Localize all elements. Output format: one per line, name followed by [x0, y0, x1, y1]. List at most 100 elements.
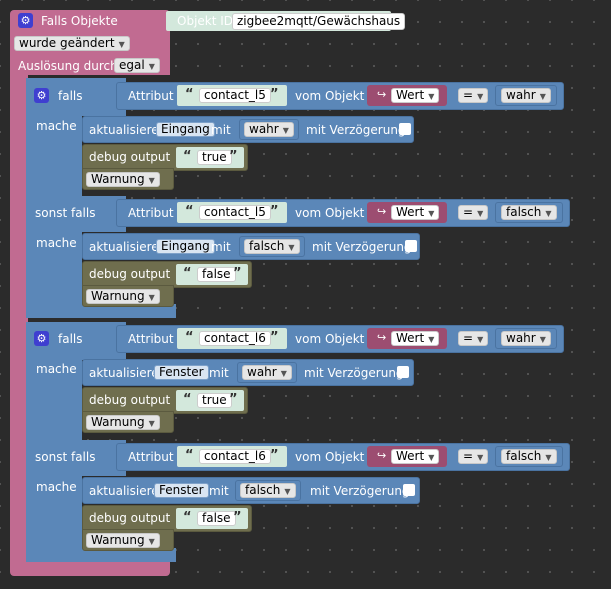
trigger-value: wurde geändert — [19, 36, 115, 50]
quote-close-icon: ” — [270, 448, 279, 463]
if-label: falls — [58, 332, 83, 346]
boolean-dropdown[interactable]: wahr▼ — [244, 122, 294, 137]
trigger-dropdown[interactable]: wurde geändert▼ — [14, 36, 130, 51]
delay-checkbox[interactable] — [397, 366, 409, 378]
boolean-value: wahr — [247, 365, 277, 379]
debug-text-field[interactable]: true — [197, 150, 232, 165]
chevron-down-icon: ▼ — [284, 487, 291, 496]
log-level-value: Warnung — [91, 533, 145, 547]
quote-close-icon: ” — [270, 87, 279, 102]
boolean-dropdown[interactable]: falsch▼ — [501, 205, 557, 220]
operator-dropdown[interactable]: =▼ — [458, 205, 489, 220]
target-field[interactable]: Eingang — [156, 239, 215, 254]
else-if-label: sonst falls — [35, 450, 96, 464]
from-object-label: vom Objekt — [295, 450, 365, 464]
quote-open-icon: “ — [183, 392, 192, 407]
from-object-label: vom Objekt — [295, 332, 365, 346]
boolean-dropdown[interactable]: wahr▼ — [242, 365, 292, 380]
attribute-field[interactable]: contact_l6 — [199, 449, 271, 464]
gear-icon[interactable]: ⚙ — [34, 331, 49, 346]
boolean-dropdown[interactable]: wahr▼ — [501, 331, 551, 346]
event-block-foot — [10, 562, 170, 576]
chevron-down-icon: ▼ — [545, 209, 552, 218]
value-dropdown[interactable]: Wert▼ — [391, 205, 440, 220]
quote-close-icon: ” — [270, 204, 279, 219]
delay-checkbox[interactable] — [399, 123, 411, 135]
boolean-dropdown[interactable]: falsch▼ — [240, 483, 296, 498]
boolean-dropdown[interactable]: wahr▼ — [501, 88, 551, 103]
gear-icon[interactable]: ⚙ — [34, 88, 49, 103]
attribute-label: Attribut — [128, 206, 174, 220]
attribute-field[interactable]: contact_l5 — [199, 205, 271, 220]
chevron-down-icon: ▼ — [148, 176, 155, 185]
chevron-down-icon: ▼ — [280, 369, 287, 378]
debug-text-field[interactable]: false — [197, 267, 236, 282]
quote-open-icon: “ — [185, 330, 194, 345]
log-level-value: Warnung — [91, 172, 145, 186]
log-level-dropdown[interactable]: Warnung▼ — [86, 289, 160, 304]
chevron-down-icon: ▼ — [288, 243, 295, 252]
debug-text-field[interactable]: true — [197, 393, 232, 408]
do-label: mache — [36, 119, 77, 133]
delay-checkbox[interactable] — [403, 484, 415, 496]
value-dropdown[interactable]: Wert▼ — [391, 88, 440, 103]
object-id-value: zigbee2mqtt/Gewächshaus — [237, 14, 401, 28]
value-label: Wert — [396, 331, 425, 345]
operator-dropdown[interactable]: =▼ — [458, 331, 489, 346]
operator-dropdown[interactable]: =▼ — [458, 88, 489, 103]
else-if-block-2[interactable] — [26, 440, 126, 476]
chevron-down-icon: ▼ — [428, 335, 435, 344]
quote-open-icon: “ — [185, 448, 194, 463]
do-label: mache — [36, 480, 77, 494]
chevron-down-icon: ▼ — [539, 92, 546, 101]
delay-label: mit Verzögerung — [312, 240, 412, 254]
log-level-dropdown[interactable]: Warnung▼ — [86, 415, 160, 430]
boolean-value: falsch — [506, 449, 542, 463]
trigger-by-value: egal — [119, 58, 145, 72]
attribute-field[interactable]: contact_l5 — [199, 88, 271, 103]
trigger-by-dropdown[interactable]: egal▼ — [114, 58, 160, 73]
link-icon: ↪ — [377, 88, 387, 101]
debug-label: debug output — [89, 150, 171, 164]
chevron-down-icon: ▼ — [428, 92, 435, 101]
delay-checkbox[interactable] — [405, 240, 417, 252]
chevron-down-icon: ▼ — [477, 92, 484, 101]
value-dropdown[interactable]: Wert▼ — [391, 449, 440, 464]
value-label: Wert — [396, 205, 425, 219]
else-if-block-1[interactable] — [26, 196, 126, 232]
log-level-dropdown[interactable]: Warnung▼ — [86, 533, 160, 548]
debug-text-field[interactable]: false — [197, 511, 236, 526]
boolean-dropdown[interactable]: falsch▼ — [244, 239, 300, 254]
chevron-down-icon: ▼ — [148, 537, 155, 546]
chevron-down-icon: ▼ — [148, 62, 155, 71]
operator-value: = — [463, 449, 474, 463]
gear-icon[interactable]: ⚙ — [18, 13, 33, 28]
target-field[interactable]: Eingang — [156, 122, 215, 137]
with-label: mit — [209, 484, 229, 498]
boolean-value: falsch — [245, 483, 281, 497]
operator-value: = — [463, 205, 474, 219]
else-if-label: sonst falls — [35, 206, 96, 220]
target-field[interactable]: Fenster — [154, 483, 209, 498]
debug-text-value: false — [202, 267, 231, 281]
log-level-dropdown[interactable]: Warnung▼ — [86, 172, 160, 187]
chevron-down-icon: ▼ — [148, 293, 155, 302]
if-block-1-foot — [26, 304, 176, 318]
quote-close-icon: ” — [229, 392, 238, 407]
object-id-field[interactable]: zigbee2mqtt/Gewächshaus — [232, 13, 406, 30]
boolean-dropdown[interactable]: falsch▼ — [501, 449, 557, 464]
operator-dropdown[interactable]: =▼ — [458, 449, 489, 464]
do-label: mache — [36, 362, 77, 376]
target-field[interactable]: Fenster — [154, 365, 209, 380]
chevron-down-icon: ▼ — [545, 453, 552, 462]
value-dropdown[interactable]: Wert▼ — [391, 331, 440, 346]
object-id-label: Objekt ID — [177, 14, 234, 28]
attribute-value: contact_l6 — [204, 331, 266, 345]
chevron-down-icon: ▼ — [477, 335, 484, 344]
attribute-value: contact_l5 — [204, 205, 266, 219]
event-title: Falls Objekte — [41, 14, 118, 28]
attribute-field[interactable]: contact_l6 — [199, 331, 271, 346]
attribute-label: Attribut — [128, 332, 174, 346]
attribute-value: contact_l6 — [204, 449, 266, 463]
quote-open-icon: “ — [183, 149, 192, 164]
